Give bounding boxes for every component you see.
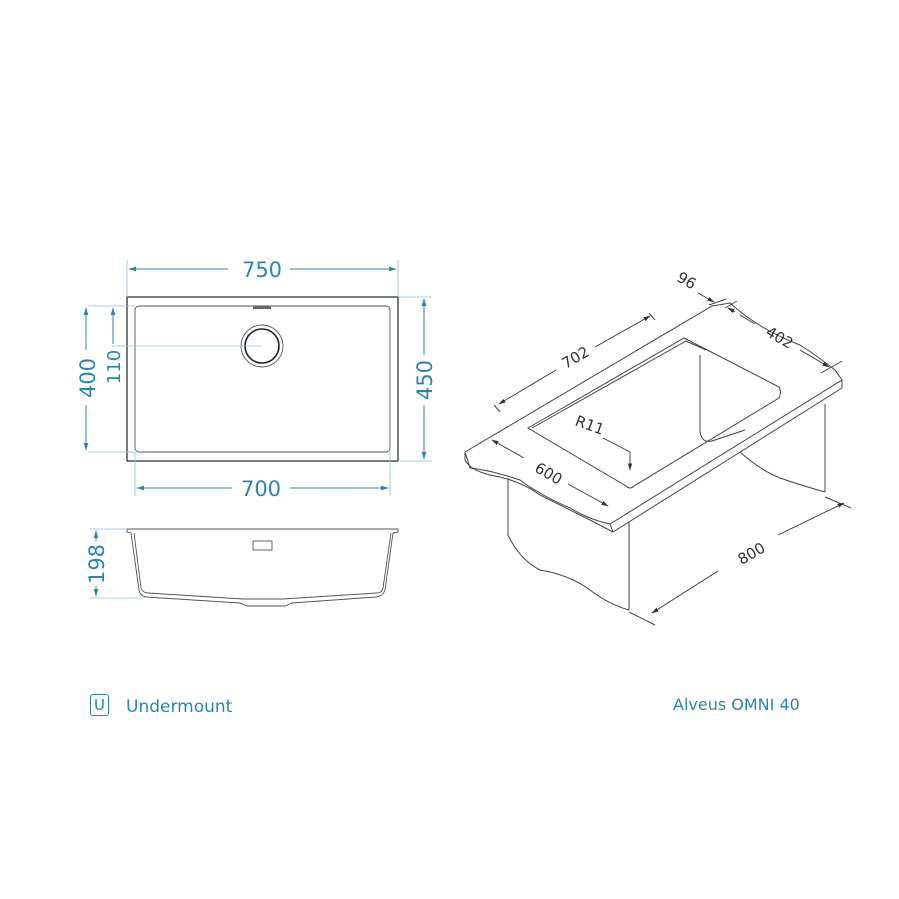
dim-cutout-length: 702 (559, 343, 593, 373)
dim-cabinet-width: 800 (735, 539, 769, 569)
product-name: Alveus OMNI 40 (673, 695, 800, 714)
iso-view: 702 96 402 R11 600 800 (464, 268, 852, 626)
sink-profile-inner (133, 532, 392, 600)
sink-profile-outer (126, 528, 399, 607)
overflow-slot-side (252, 540, 273, 551)
sink-cutout (527, 337, 781, 489)
dim-height: 198 (85, 544, 109, 584)
mount-type-label: Undermount (126, 697, 233, 717)
dim-outer-width: 750 (242, 258, 282, 282)
cabinet-side-wave (507, 478, 630, 611)
countertop-wave-edge (464, 452, 614, 533)
countertop-top (464, 302, 843, 525)
top-view: 750 700 450 400 110 (76, 258, 437, 501)
dim-counter-depth: 600 (532, 459, 566, 489)
side-view: 198 (85, 528, 399, 607)
dim-drain-offset: 110 (104, 350, 125, 384)
overflow-slot (253, 306, 271, 309)
dim-outer-depth: 450 (413, 360, 437, 400)
sink-inner-bowl (134, 305, 391, 453)
dim-inner-width: 700 (241, 477, 281, 501)
dim-cutout-depth: 402 (763, 323, 797, 353)
undermount-badge: U (90, 694, 109, 716)
dim-inner-depth: 400 (76, 358, 100, 398)
sink-outer-rim (126, 296, 399, 462)
dim-corner-radius: R11 (573, 412, 607, 439)
dim-back-offset: 96 (674, 268, 700, 293)
